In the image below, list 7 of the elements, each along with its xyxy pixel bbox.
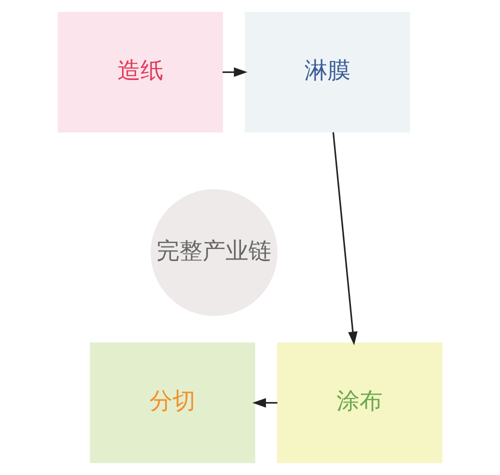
node-box: 涂布 <box>277 342 442 464</box>
node-box: 造纸 <box>58 12 223 132</box>
arrow <box>222 67 248 77</box>
arrow <box>252 398 278 408</box>
node-box: 淋膜 <box>244 12 410 132</box>
node-box: 分切 <box>90 342 256 464</box>
arrow <box>332 132 358 346</box>
